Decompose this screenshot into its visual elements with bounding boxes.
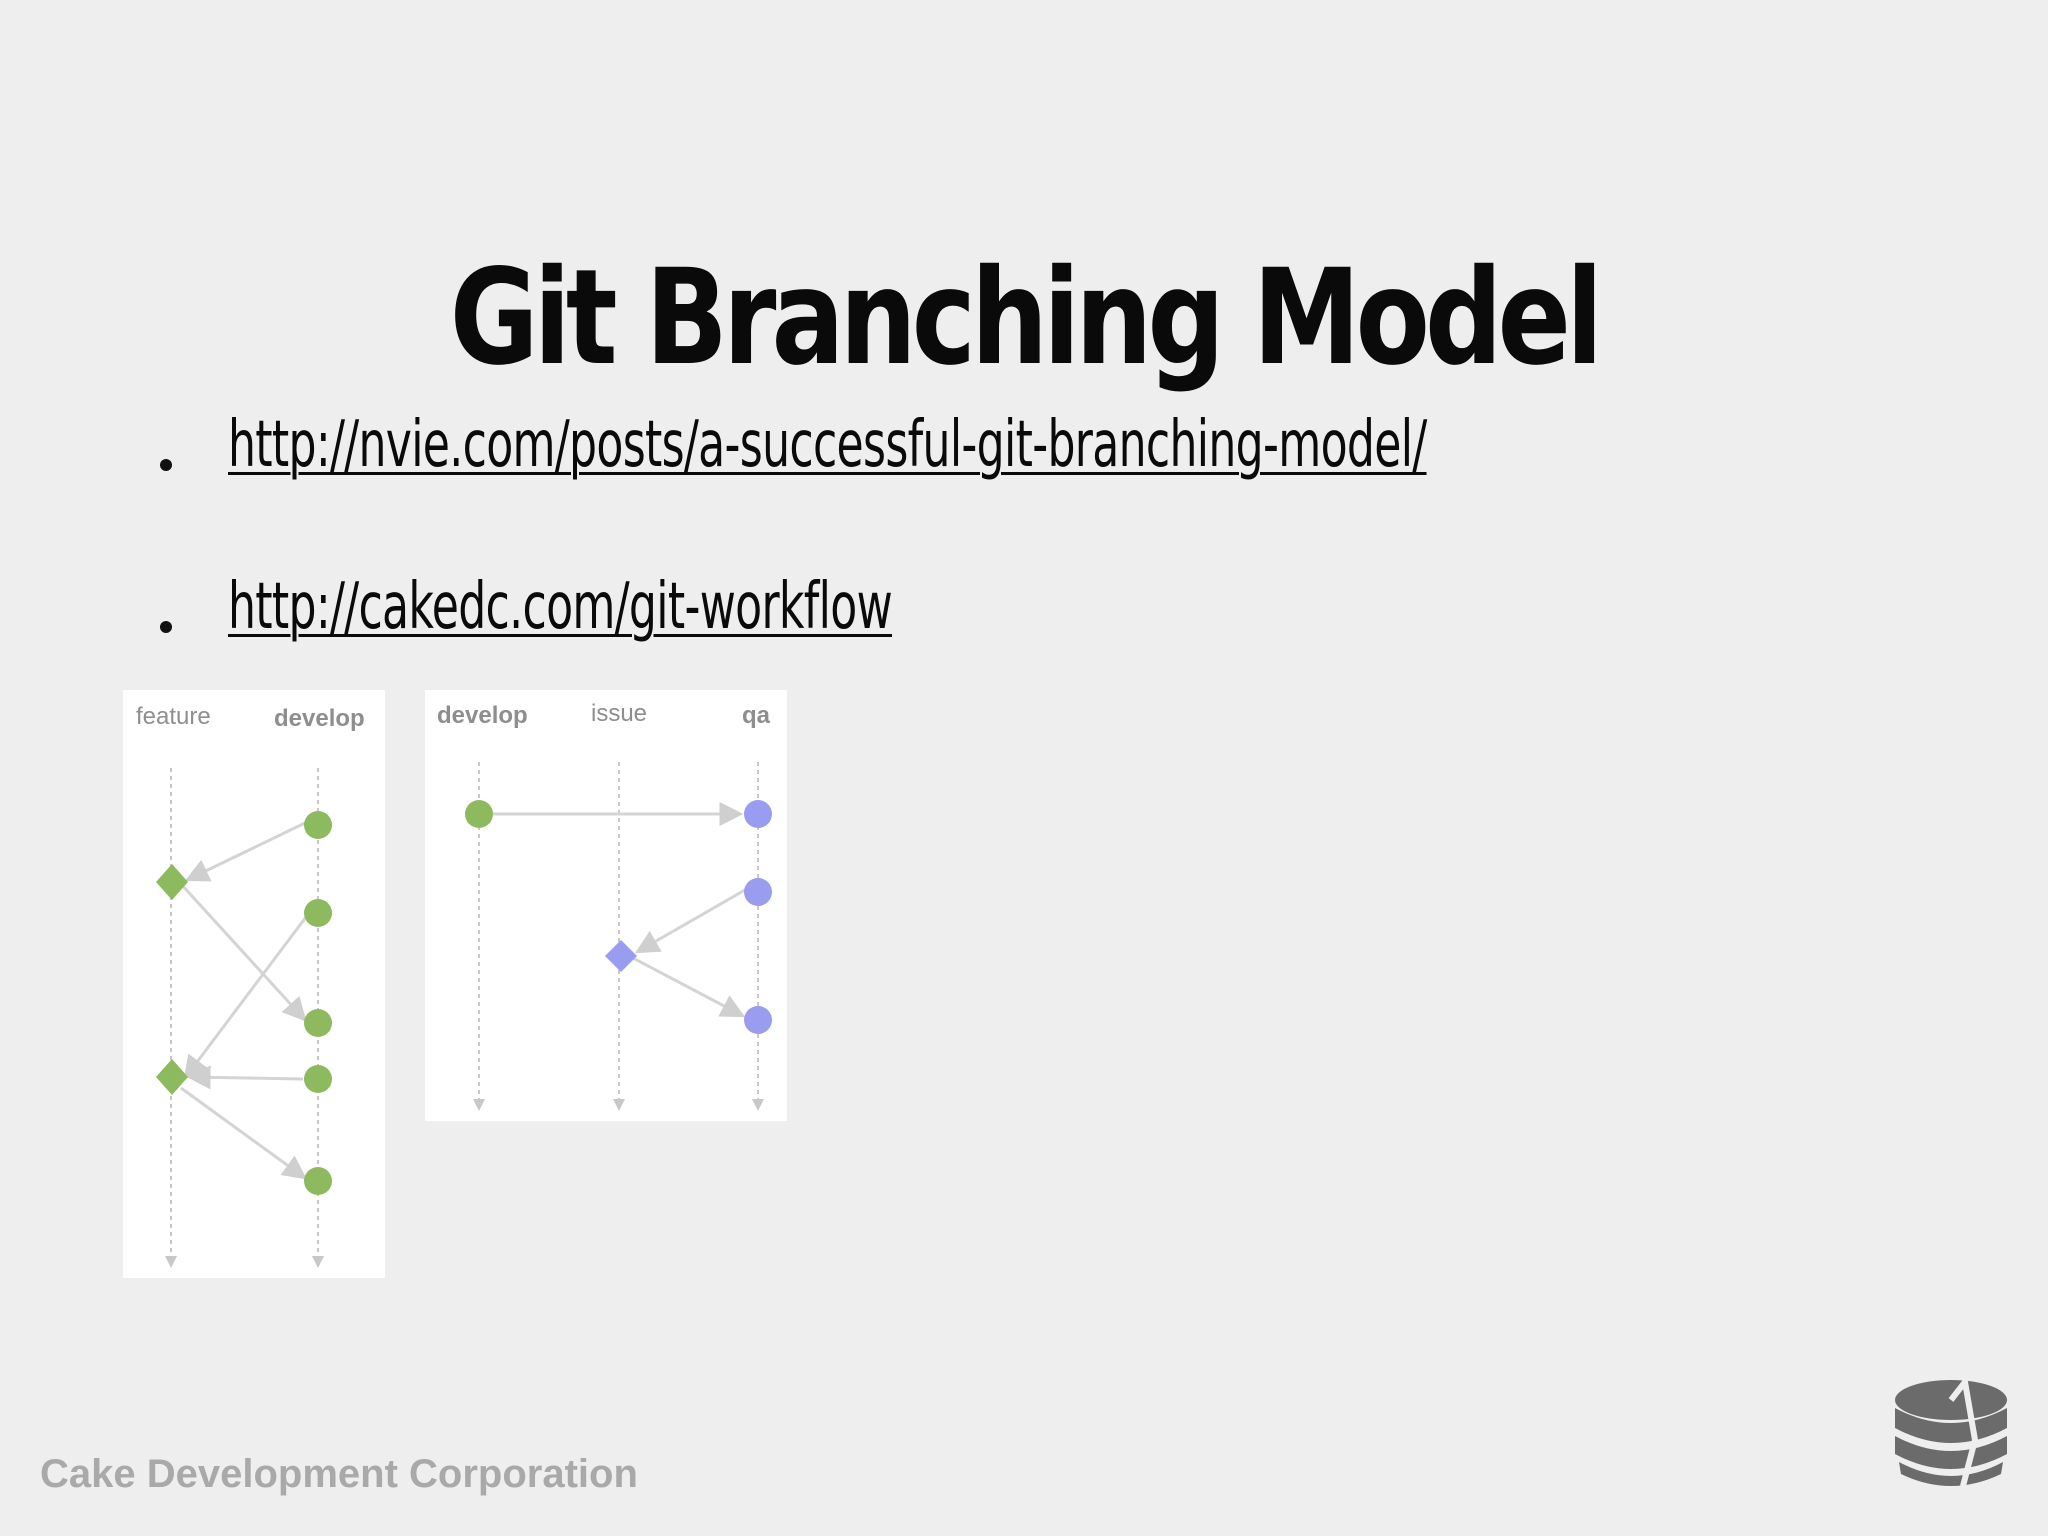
branch-label-qa: qa [742, 702, 771, 729]
bullet-icon [160, 621, 172, 633]
flow-arrow [184, 821, 306, 882]
flow-arrow [183, 912, 311, 1080]
feature-commit-node [156, 864, 188, 900]
flow-arrow [179, 882, 307, 1022]
flow-arrow [632, 956, 746, 1018]
footer-company-name: Cake Development Corporation [40, 1452, 638, 1496]
feature-branch-diagram: feature develop [123, 690, 385, 1278]
develop-commit-node [465, 800, 493, 828]
cake-logo-icon [1895, 1378, 2007, 1487]
branch-label-develop: develop [274, 705, 365, 732]
qa-commit-node [744, 878, 772, 906]
flow-arrow [186, 1065, 304, 1090]
develop-commit-node [304, 1167, 332, 1195]
branch-label-feature: feature [136, 703, 211, 730]
cakedc-link[interactable]: http://cakedc.com/git-workflow [228, 570, 893, 644]
branch-label-develop: develop [437, 702, 528, 729]
branch-label-issue: issue [591, 700, 647, 727]
qa-commit-node [744, 1006, 772, 1034]
qa-branch-diagram: develop issue qa [425, 690, 787, 1121]
develop-commit-node [304, 1065, 332, 1093]
flow-arrow [180, 1086, 307, 1180]
issue-commit-node [605, 940, 637, 972]
bullet-icon [160, 459, 172, 471]
develop-commit-node [304, 811, 332, 839]
flow-arrow [634, 888, 746, 954]
develop-commit-node [304, 899, 332, 927]
feature-commit-node [156, 1059, 188, 1095]
develop-commit-node [304, 1009, 332, 1037]
nvie-link[interactable]: http://nvie.com/posts/a-successful-git-b… [228, 408, 1427, 482]
qa-commit-node [744, 800, 772, 828]
slide-title: Git Branching Model [449, 241, 1603, 396]
